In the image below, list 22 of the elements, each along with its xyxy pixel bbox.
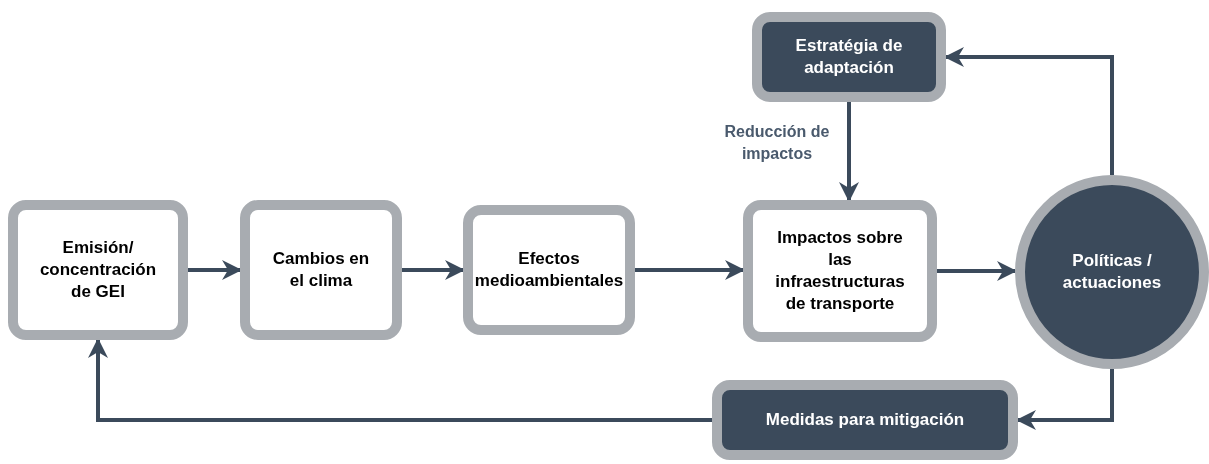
arrow	[635, 260, 745, 280]
arrow	[188, 260, 242, 280]
node-text: Efectos medioambientales	[474, 247, 624, 292]
node-text: Emisión/ concentración de GEI	[38, 236, 158, 304]
node-text: Impactos sobre las infraestructuras de transporte	[774, 226, 906, 316]
process-box	[752, 12, 946, 102]
process-box	[743, 200, 937, 342]
process-box	[240, 200, 402, 340]
process-box	[8, 200, 188, 340]
node-text: Cambios en el clima	[271, 247, 371, 292]
process-box	[712, 380, 1018, 460]
process-box	[463, 205, 635, 335]
arrow	[839, 102, 859, 202]
arrow	[402, 260, 465, 280]
node-text: Estratégia de adaptación	[794, 34, 904, 79]
arrow	[937, 261, 1017, 281]
edge-label: Reducción de impactos	[723, 122, 831, 164]
arrow	[944, 47, 1114, 175]
node-text: Políticas / actuaciones	[1061, 249, 1163, 294]
arrow	[88, 338, 712, 422]
arrow	[1016, 369, 1114, 430]
node-text: Medidas para mitigación	[765, 408, 965, 431]
